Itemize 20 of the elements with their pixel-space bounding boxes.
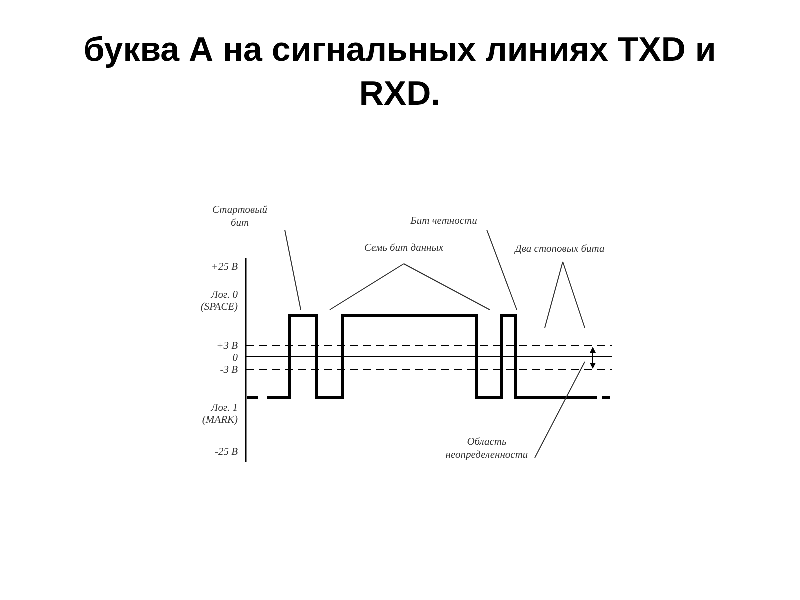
title: буква А на сигнальных линиях TXD и RXD. bbox=[82, 30, 718, 115]
leader-line bbox=[544, 262, 564, 328]
axis-label: 0 bbox=[232, 353, 238, 365]
axis-label: Лог. 1 (MARK) bbox=[201, 403, 238, 427]
axis-label: +25 В bbox=[210, 262, 238, 274]
annotation-label: Стартовый бит bbox=[205, 204, 275, 230]
annotation-label: Бит четности bbox=[396, 215, 492, 228]
leader-line bbox=[404, 264, 490, 310]
leader-line bbox=[562, 262, 586, 328]
leader-line bbox=[330, 264, 404, 310]
leader-line bbox=[534, 362, 586, 458]
axis-label: Лог. 0 (SPACE) bbox=[200, 290, 238, 314]
leader-line bbox=[284, 230, 302, 310]
axis-label: +3 В bbox=[216, 341, 238, 353]
axis-label: -3 В bbox=[219, 365, 238, 377]
annotation-label: Два стоповых бита bbox=[506, 243, 614, 256]
annotation-label: Семь бит данных bbox=[356, 242, 452, 255]
leader-line bbox=[486, 230, 518, 310]
axis-label: -25 В bbox=[214, 447, 238, 459]
annotation-label: Область неопределенности bbox=[435, 436, 539, 462]
